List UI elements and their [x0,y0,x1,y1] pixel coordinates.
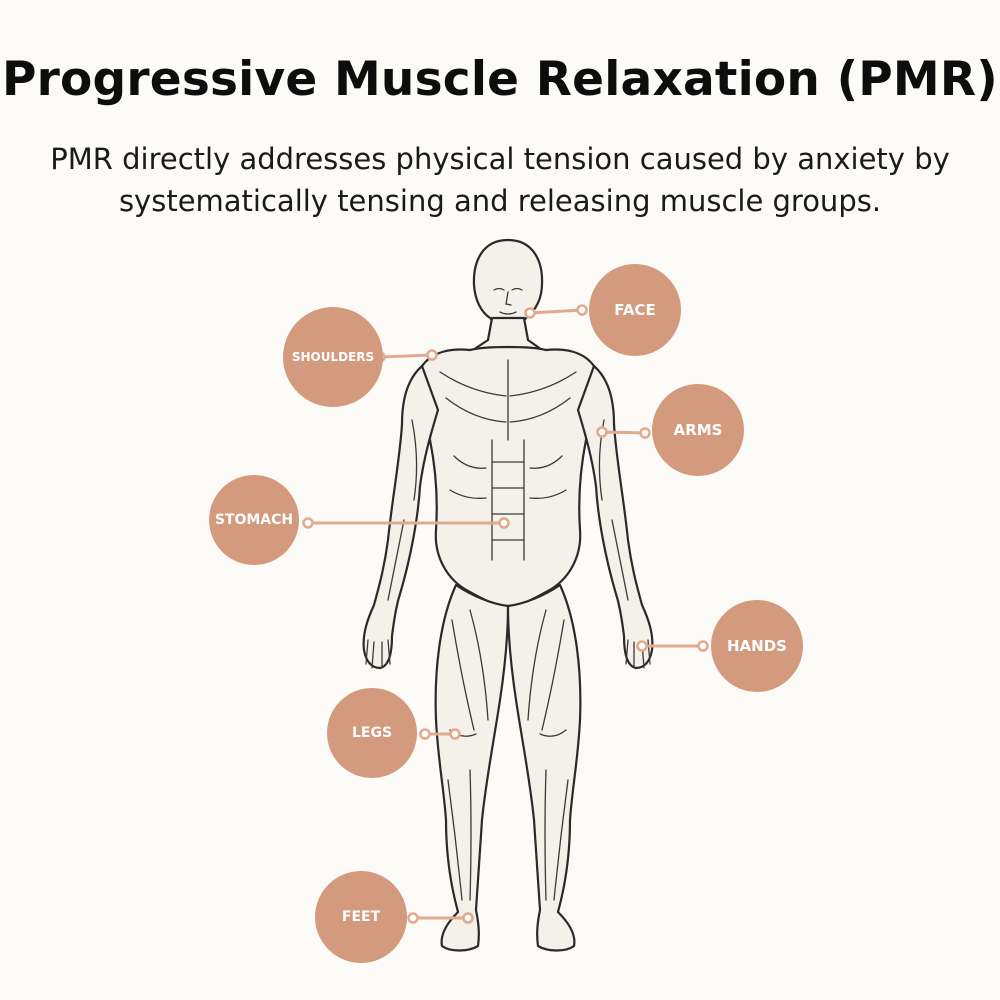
callout-arms: ARMS [652,384,744,476]
connector-dot-stomach [498,517,510,529]
page-subtitle: PMR directly addresses physical tension … [50,142,950,218]
connector-line-arms [601,430,646,435]
connector-dot-face [524,307,536,319]
connector-dot-hands [697,640,709,652]
connector-line-face [529,308,583,315]
callout-label-shoulders: SHOULDERS [291,350,375,364]
connector-dot-feet [462,912,474,924]
connector-dot-face [576,304,588,316]
anatomical-muscle-figure-icon [362,238,654,952]
callout-label-legs: LEGS [351,725,393,741]
callout-label-hands: HANDS [727,637,787,655]
callout-feet: FEET [315,871,407,963]
connector-dot-legs [449,728,461,740]
connector-dot-arms [596,426,608,438]
callout-label-face: FACE [614,301,656,319]
connector-dot-legs [419,728,431,740]
callout-hands: HANDS [711,600,803,692]
page-title: Progressive Muscle Relaxation (PMR) [2,52,998,107]
callout-label-stomach: STOMACH [214,512,294,528]
callout-shoulders: SHOULDERS [283,307,383,407]
connector-dot-shoulders [426,349,438,361]
connector-dot-stomach [302,517,314,529]
connector-line-shoulders [379,353,433,359]
connector-dot-hands [636,640,648,652]
connector-dot-feet [407,912,419,924]
callout-stomach: STOMACH [209,475,299,565]
callout-label-feet: FEET [341,909,381,925]
connector-dot-arms [639,427,651,439]
callout-legs: LEGS [327,688,417,778]
callout-face: FACE [589,264,681,356]
callout-label-arms: ARMS [673,421,723,439]
